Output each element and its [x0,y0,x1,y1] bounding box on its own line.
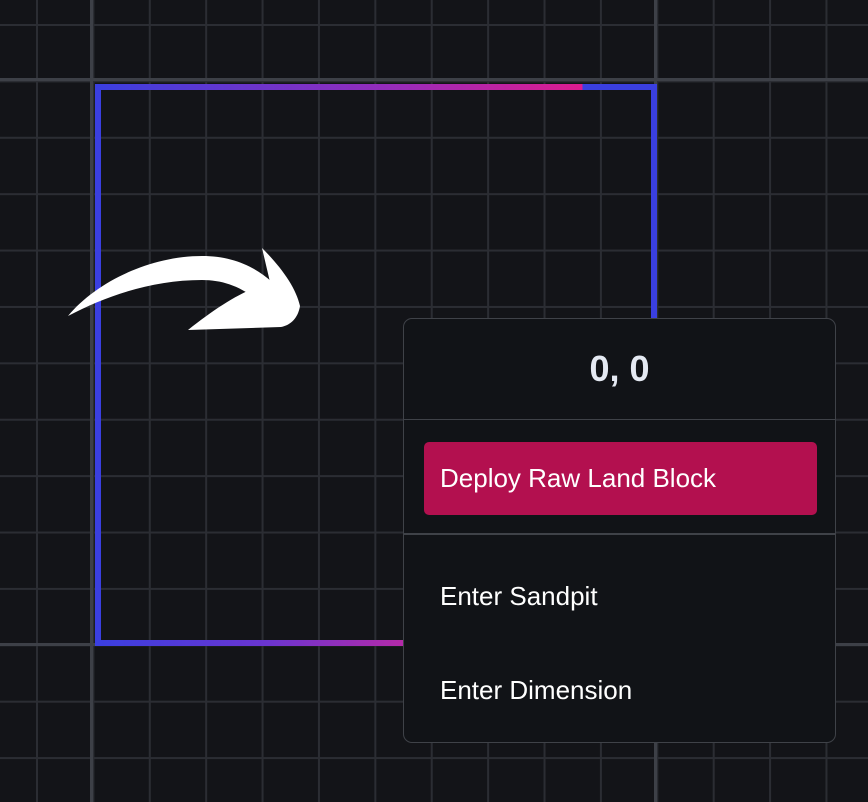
context-menu: 0, 0 Deploy Raw Land Block Enter Sandpit… [403,318,836,743]
grid-major-line-vertical [90,0,93,802]
curved-arrow-icon [68,248,300,330]
coordinates-title: 0, 0 [404,319,835,420]
deploy-raw-land-block-button[interactable]: Deploy Raw Land Block [424,442,817,515]
grid-major-line-horizontal [0,78,868,81]
menu-divider [404,533,835,535]
land-selection-box[interactable] [95,84,657,646]
enter-dimension-menu-item[interactable]: Enter Dimension [440,675,633,705]
enter-sandpit-menu-item[interactable]: Enter Sandpit [440,581,598,611]
